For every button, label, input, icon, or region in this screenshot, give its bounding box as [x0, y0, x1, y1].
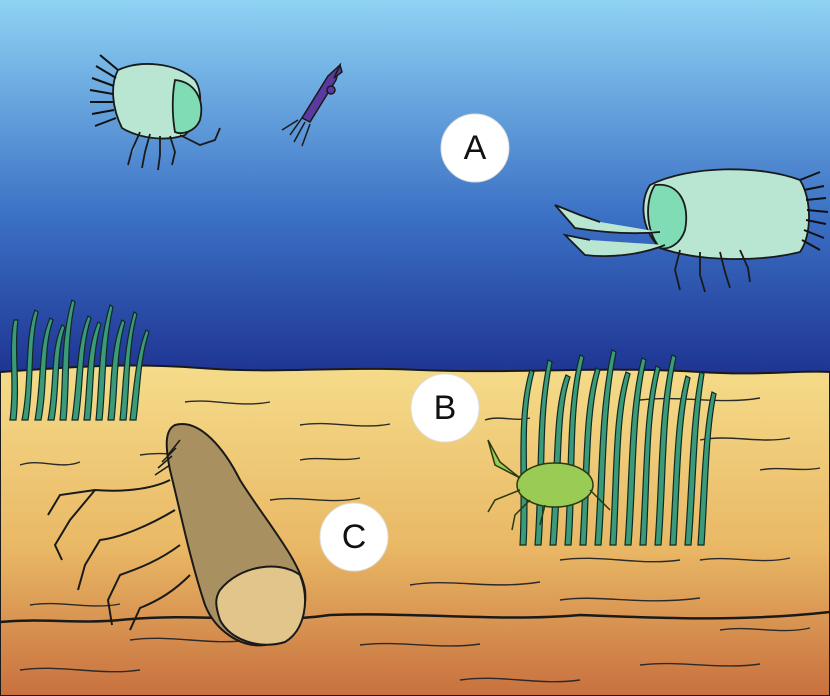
label-b: B	[434, 389, 457, 427]
label-c: C	[342, 518, 367, 556]
label-marker-c: C	[320, 503, 388, 571]
label-marker-a: A	[441, 114, 509, 182]
label-marker-b: B	[411, 374, 479, 442]
label-a: A	[464, 129, 487, 167]
